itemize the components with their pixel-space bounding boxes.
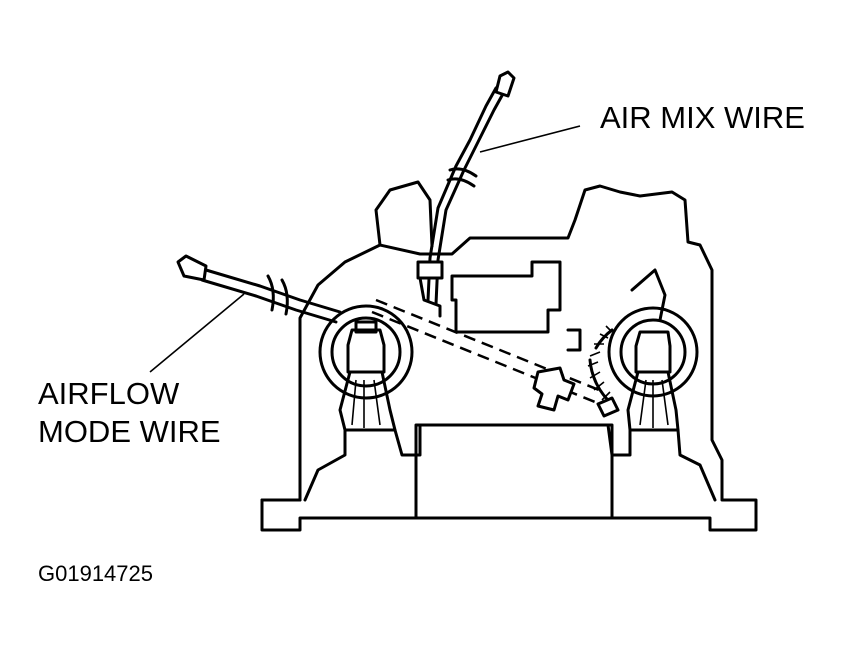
control-housing (260, 180, 758, 532)
airflow-mode-wire (149, 254, 342, 373)
airflow-mode-wire-label-line1: AIRFLOW (38, 376, 180, 411)
air-mix-wire (416, 70, 581, 318)
air-mix-wire-label: AIR MIX WIRE (600, 100, 805, 135)
linkage-rod (371, 298, 605, 412)
air-mix-lever (587, 268, 699, 432)
airflow-mode-wire-label: AIRFLOW MODE WIRE (38, 375, 221, 451)
figure-id: G01914725 (38, 561, 153, 586)
airflow-mode-lever (318, 304, 414, 432)
airflow-mode-wire-label-line2: MODE WIRE (38, 414, 221, 449)
